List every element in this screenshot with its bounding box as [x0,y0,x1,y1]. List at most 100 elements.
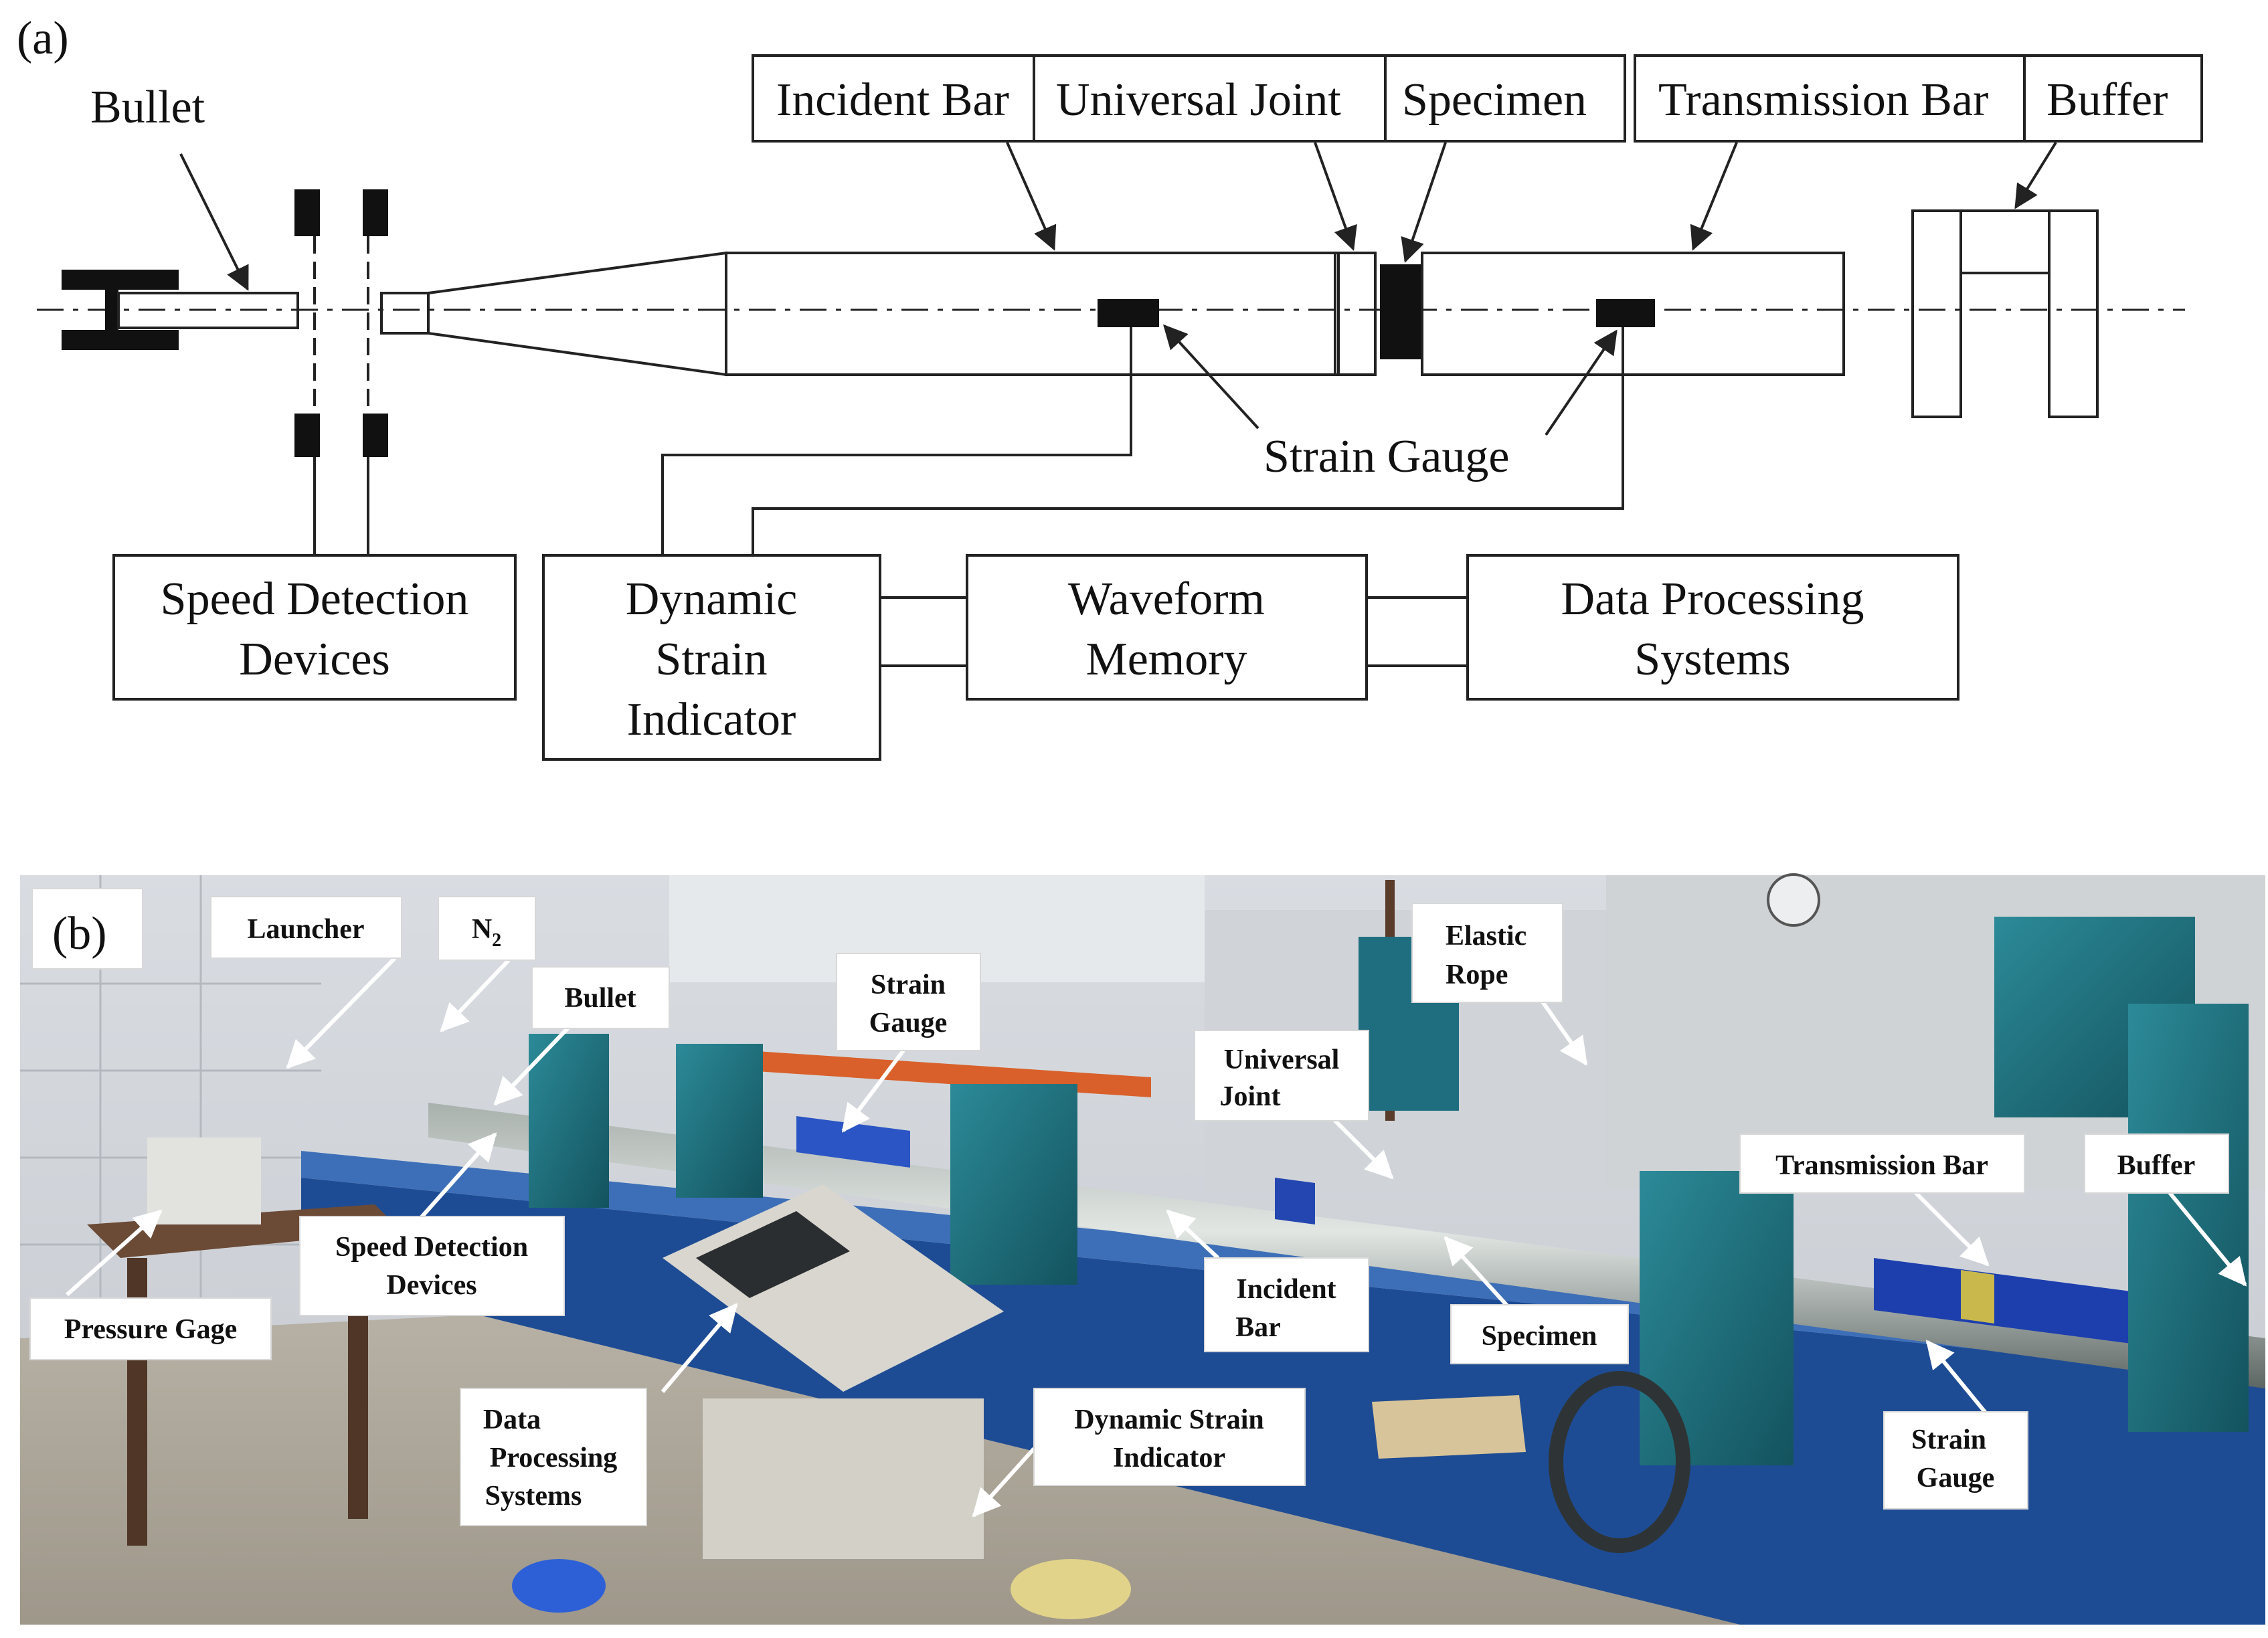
arrow-strain-gauge-2 [1545,329,1618,436]
label-box-bullet [531,966,670,1029]
launcher-holder-bottom [62,330,179,350]
pointer-elastic-rope [1537,996,1588,1066]
label-n2-sub: 2 [492,930,501,951]
arrow-incident-bar [1006,142,1057,251]
label-universal-joint-line1: Universal [1224,1044,1340,1075]
pointer-dynamic-strain [972,1447,1036,1518]
label-buffer: Buffer [2046,74,2168,126]
box-data-processing-line1: Data Processing [1561,573,1864,625]
label-box-universal-joint [1194,1030,1369,1121]
gauge-2-wire [752,327,1624,555]
box-data-processing [1466,554,1959,701]
pointer-strain-gauge-1 [841,1049,905,1133]
pointer-specimen [1444,1236,1514,1313]
label-bullet: Bullet [90,82,205,133]
label-box-strain-gauge-2 [1883,1411,2028,1510]
speed-gate-block [363,414,388,457]
pointer-n2 [440,958,511,1032]
arrow-transmission-bar [1690,142,1738,251]
panel-a-tag: (a) [17,13,69,64]
label-box-dynamic-strain [1033,1388,1306,1486]
pointer-data-processing [661,1303,738,1393]
label-n2-main: N [472,914,492,945]
specimen-shape [1380,264,1421,359]
panel-b-tag: (b) [52,908,107,960]
label-incident-bar-line2: Bar [1235,1312,1281,1343]
label-box-launcher [210,896,402,959]
label-box-data-processing [460,1388,647,1526]
box-dynamic-strain-line3: Indicator [627,694,796,745]
pointer-bullet [493,1025,571,1106]
label-speed-detection-line1: Speed Detection [335,1232,528,1263]
pointer-incident-bar [1166,1209,1220,1260]
arrow-specimen [1401,142,1447,263]
label-incident-bar: Incident Bar [776,74,1009,126]
label-transmission-bar: Transmission Bar [1775,1150,1988,1181]
label-box-elastic-rope [1411,903,1563,1003]
buffer-shape [2048,209,2099,418]
label-strain-gauge: Strain Gauge [1263,431,1509,482]
label-incident-bar-line1: Incident [1236,1274,1336,1305]
panel-b-tag-box [31,888,143,970]
label-specimen: Specimen [1482,1321,1597,1352]
speed-gate-block [363,189,388,236]
label-box-buffer [2023,54,2203,143]
label-launcher: Launcher [247,914,364,945]
gauge-1-wire [661,327,1132,555]
label-data-processing-line1: Data [483,1404,541,1435]
pointer-buffer [2166,1190,2247,1287]
box-speed-detection-line1: Speed Detection [161,573,469,625]
strain-gauge-1-shape [1098,299,1159,327]
label-box-incident-bar [1204,1257,1369,1352]
label-strain-gauge-2-line2: Gauge [1917,1463,1995,1493]
label-box-n2 [438,896,536,961]
pointer-transmission-bar [1912,1189,1990,1267]
pointer-speed-detection [413,1132,497,1226]
launcher-holder-stem [105,290,118,330]
box-waveform-memory-line1: Waveform [1068,573,1265,625]
label-specimen: Specimen [1402,74,1587,126]
label-box-buffer [2084,1133,2229,1194]
strain-gauge-2-shape [1596,299,1655,327]
box-speed-detection [112,554,517,701]
box-speed-detection-line2: Devices [239,634,389,685]
label-dynamic-strain-line2: Indicator [1113,1443,1225,1473]
label-data-processing-line3: Systems [485,1481,582,1512]
photo-background [20,873,2265,1625]
launcher-holder-top [62,270,179,290]
box-data-processing-line2: Systems [1634,634,1790,685]
label-buffer: Buffer [2117,1150,2196,1181]
pointer-universal-joint [1330,1115,1394,1180]
label-transmission-bar: Transmission Bar [1658,74,1988,126]
label-data-processing-line2: Processing [490,1443,618,1473]
speed-gate-block [294,414,320,457]
pointer-launcher [286,956,397,1069]
label-box-strain-gauge-1 [836,953,981,1051]
universal-joint-shape [1334,252,1377,376]
box-dynamic-strain-line1: Dynamic [626,573,798,625]
label-bullet: Bullet [564,983,636,1014]
buffer-shape [1911,209,1962,418]
pointer-strain-gauge-2 [1925,1340,1990,1417]
incident-bar-shape [725,252,1340,376]
label-elastic-rope-line2: Rope [1446,960,1508,990]
transmission-bar-shape [1421,252,1845,376]
speed-gate-block [294,189,320,236]
label-strain-gauge-1-line2: Gauge [869,1008,948,1038]
label-strain-gauge-2-line1: Strain [1911,1425,1986,1455]
box-waveform-memory [966,554,1368,701]
label-box-speed-detection [299,1216,565,1316]
bullet-shape [117,292,299,329]
label-elastic-rope-line1: Elastic [1446,921,1526,951]
box-waveform-memory-line2: Memory [1085,634,1247,685]
label-universal-joint: Universal Joint [1056,74,1341,126]
label-n2: N2 [472,914,501,951]
label-box-pressure-gage [29,1297,272,1360]
label-box-transmission-bar [1739,1133,2025,1194]
label-dynamic-strain-line1: Dynamic Strain [1074,1404,1264,1435]
arrow-bullet [179,153,249,291]
box-dynamic-strain [542,554,881,761]
label-speed-detection-line2: Devices [386,1270,476,1301]
label-box-specimen [1450,1304,1629,1364]
